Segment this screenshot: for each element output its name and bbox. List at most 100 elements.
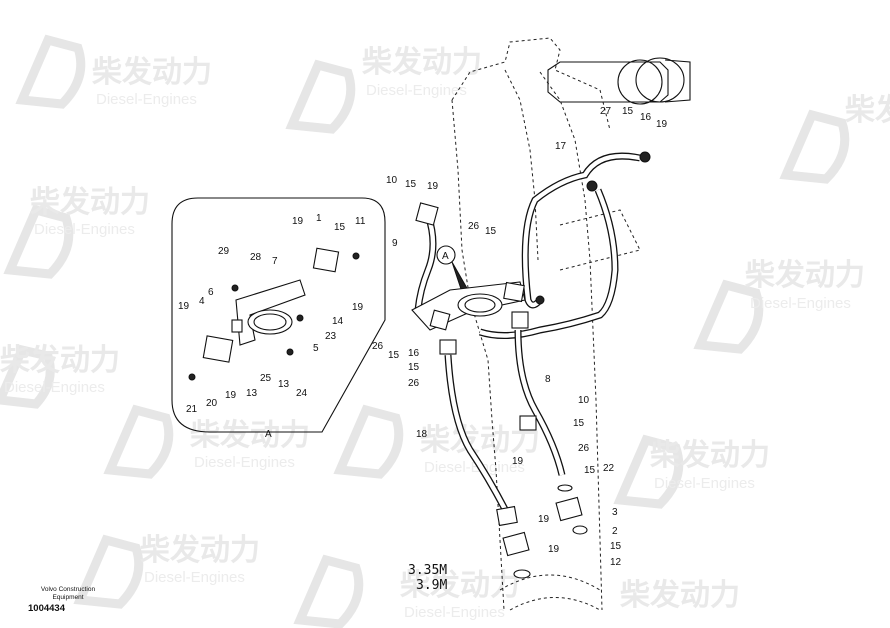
watermark-en: Diesel-Engines — [750, 295, 851, 312]
label-part: 19 — [225, 390, 237, 401]
label-part: 8 — [545, 374, 551, 385]
watermark-logo: 柴发动力 Diesel-Engines — [15, 34, 212, 109]
watermark-en: Diesel-Engines — [144, 569, 245, 586]
label-part: 19 — [352, 302, 364, 313]
watermark-cn: 柴发动力 — [362, 45, 482, 80]
label-part: 19 — [427, 181, 439, 192]
watermark-layer: 柴发动力 Diesel-Engines 柴发动力 Diesel-Engines … — [0, 34, 890, 628]
watermark-logo: 柴发动力 Diesel-Engines — [73, 533, 260, 609]
watermark-cn: 柴发动力 — [620, 578, 740, 613]
label-part: 14 — [332, 316, 344, 327]
label-part: 19 — [656, 119, 668, 130]
label-part: 4 — [199, 296, 205, 307]
label-part: 3 — [612, 507, 618, 518]
detail-labels: 19 1 15 11 29 28 7 19 19 4 6 14 23 5 21 … — [178, 213, 366, 415]
watermark-cn: 柴发动力 — [0, 343, 120, 378]
spec-line-1: 3.35M — [408, 563, 447, 578]
spec-line-2: 3.9M — [416, 578, 447, 593]
watermark-cn: 柴发动力 — [190, 418, 310, 453]
watermark-logo: 柴发动力 Diesel-Engines — [293, 554, 520, 628]
label-part: 19 — [292, 216, 304, 227]
label-part: 1 — [316, 213, 322, 224]
watermark-cn: 柴发动力 — [845, 93, 890, 128]
label-part: 24 — [296, 388, 308, 399]
label-part: 13 — [278, 379, 290, 390]
spec-lengths: 3.35M 3.9M — [408, 563, 447, 593]
label-part: 18 — [416, 429, 428, 440]
label-part: 19 — [548, 544, 560, 555]
label-part: 17 — [555, 141, 567, 152]
watermark-logo: 柴发动力 Diesel-Engines — [333, 404, 540, 479]
label-part: 23 — [325, 331, 337, 342]
label-part: 15 — [584, 465, 596, 476]
label-part: 15 — [485, 226, 497, 237]
watermark-en: Diesel-Engines — [96, 91, 197, 108]
label-part: 15 — [610, 541, 622, 552]
watermark-cn: 柴发动力 — [140, 533, 260, 568]
label-part: 9 — [392, 238, 398, 249]
label-part: 10 — [386, 175, 398, 186]
callout-a-label: A — [442, 251, 449, 262]
label-part: 26 — [372, 341, 384, 352]
label-part: 15 — [573, 418, 585, 429]
watermark-logo: 柴发动力 Diesel-Engines — [285, 45, 482, 134]
detail-view-label: A — [265, 429, 272, 440]
part-labels: 10 15 19 9 26 15 26 15 16 15 26 18 27 15… — [372, 106, 668, 568]
label-part: 7 — [272, 256, 278, 267]
label-part: 15 — [408, 362, 420, 373]
main-clamp-assembly — [411, 151, 651, 431]
bottom-fittings — [496, 484, 588, 579]
label-part: 15 — [622, 106, 634, 117]
watermark-logo: 柴发动力 Diesel-Engines — [103, 404, 310, 479]
label-part: 27 — [600, 106, 612, 117]
watermark-en: Diesel-Engines — [654, 475, 755, 492]
watermark-logo: 柴发动力 Diesel-Engines — [613, 434, 770, 509]
company-name: Volvo Construction Equipment — [40, 586, 96, 601]
label-part: 15 — [405, 179, 417, 190]
watermark-cn: 柴发动力 — [745, 258, 865, 293]
label-part: 11 — [355, 216, 366, 227]
label-part: 16 — [408, 348, 420, 359]
label-part: 19 — [538, 514, 550, 525]
watermark-logo: 柴发动力 Diesel-Engines — [0, 343, 120, 409]
label-part: 10 — [578, 395, 590, 406]
label-part: 2 — [612, 526, 618, 537]
watermark-logo: 柴发动力 Diesel-Engines — [3, 185, 150, 279]
watermark-en: Diesel-Engines — [4, 379, 105, 396]
label-part: 5 — [313, 343, 319, 354]
watermark-logo: 柴发动力 Diesel-Engines — [693, 258, 865, 354]
label-part: 26 — [578, 443, 590, 454]
label-part: 29 — [218, 246, 230, 257]
label-part: 21 — [186, 404, 198, 415]
hose-group — [414, 152, 641, 517]
label-part: 28 — [250, 252, 262, 263]
label-part: 6 — [208, 287, 214, 298]
watermark-cn: 柴发动力 — [650, 438, 770, 473]
label-part: 22 — [603, 463, 615, 474]
label-part: 19 — [512, 456, 524, 467]
callout-a: A — [436, 245, 469, 293]
label-part: 26 — [408, 378, 420, 389]
label-part: 12 — [610, 557, 622, 568]
watermark-en: Diesel-Engines — [34, 221, 135, 238]
watermark-cn: 柴发动力 — [30, 185, 150, 220]
watermark-en: Diesel-Engines — [366, 82, 467, 99]
label-part: 25 — [260, 373, 272, 384]
watermark-cn: 柴发动力 — [92, 55, 212, 90]
label-part: 16 — [640, 112, 652, 123]
detail-view-a: A — [171, 197, 386, 440]
label-part: 15 — [388, 350, 400, 361]
watermark-logo: 柴发动力 — [620, 578, 740, 613]
watermark-en: Diesel-Engines — [194, 454, 295, 471]
label-part: 13 — [246, 388, 258, 399]
label-part: 26 — [468, 221, 480, 232]
label-part: 15 — [334, 222, 346, 233]
document-number: 1004434 — [28, 603, 65, 614]
label-part: 19 — [178, 301, 190, 312]
label-part: 20 — [206, 398, 218, 409]
watermark-en: Diesel-Engines — [404, 604, 505, 621]
watermark-logo: 柴发动力 — [779, 93, 890, 184]
watermark-cn: 柴发动力 — [400, 568, 520, 603]
watermark-en: Diesel-Engines — [424, 459, 525, 476]
